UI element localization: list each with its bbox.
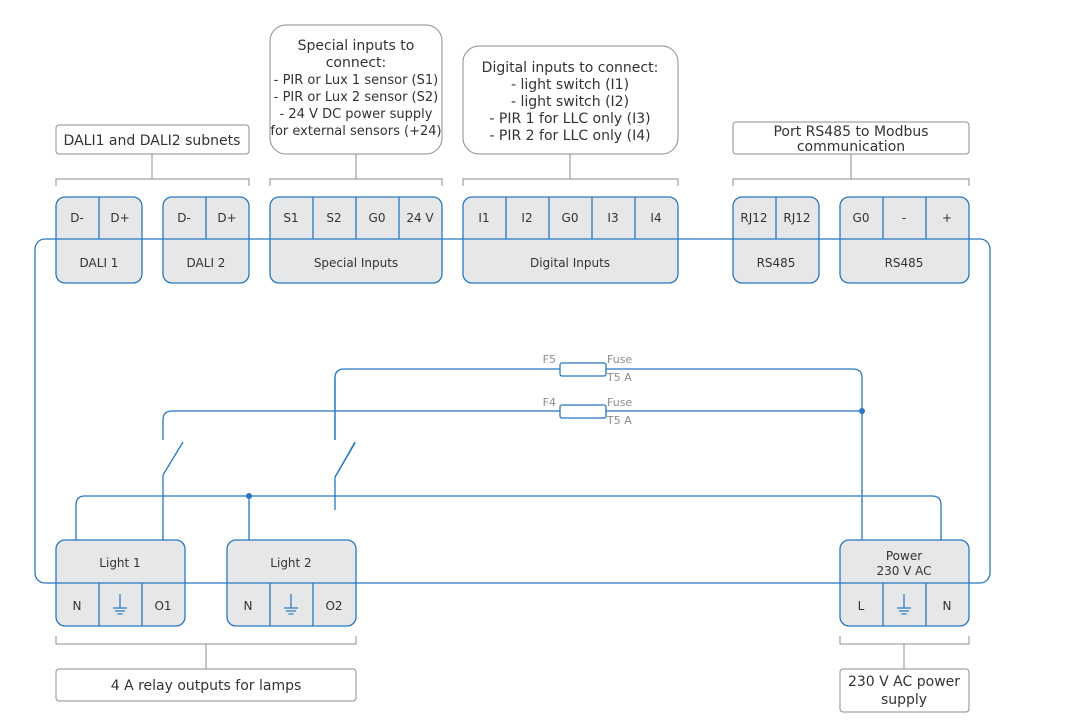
block-label: RS485: [885, 256, 924, 270]
pin-label: O2: [325, 599, 342, 613]
block-label: Light 2: [270, 556, 311, 570]
terminal-block-dali1: D- D+ DALI 1: [55, 196, 143, 284]
pin-label: RJ12: [740, 211, 767, 225]
callout-text: for external sensors (+24): [270, 124, 441, 139]
pin-label: G0: [369, 211, 386, 225]
callout-text: - light switch (I1): [511, 77, 629, 93]
terminal-block-special-inputs: S1 S2 G0 24 V Special Inputs: [269, 196, 443, 284]
pin-label: -: [902, 211, 906, 225]
pin-label: L: [858, 599, 865, 613]
bracket-digital: [462, 154, 679, 186]
callout-text: - PIR or Lux 1 sensor (S1): [274, 73, 438, 88]
bracket-special: [269, 154, 443, 186]
junction-dot: [859, 408, 865, 414]
bracket-relay: [55, 636, 357, 669]
bracket-rs485: [732, 154, 970, 186]
callout-text: Port RS485 to Modbus: [773, 124, 928, 140]
pin-label: D-: [177, 211, 191, 225]
block-label: Light 1: [99, 556, 140, 570]
callout-power-supply: 230 V AC power supply: [839, 668, 970, 713]
pin-label: +: [942, 211, 952, 225]
wire-f4-left: [162, 410, 560, 540]
callout-text: - PIR or Lux 2 sensor (S2): [274, 90, 438, 105]
callout-text: Digital inputs to connect:: [482, 60, 659, 76]
pin-label: G0: [562, 211, 579, 225]
callout-text: communication: [797, 139, 905, 155]
callout-text: 4 A relay outputs for lamps: [111, 678, 302, 694]
callout-text: DALI1 and DALI2 subnets: [64, 133, 241, 149]
callout-digital-inputs: Digital inputs to connect: - light switc…: [462, 45, 679, 155]
callout-dali-subnets: DALI1 and DALI2 subnets: [55, 124, 250, 155]
block-label: 230 V AC: [876, 564, 931, 578]
ground-icon: [897, 594, 911, 615]
pin-label: D-: [70, 211, 84, 225]
pin-label: N: [244, 599, 253, 613]
callout-text: connect:: [326, 55, 387, 71]
terminal-blocks-top: D- D+ DALI 1 D- D+ DALI 2 S1 S2 G0 24 V …: [55, 196, 970, 284]
terminal-block-rs485-rj12: RJ12 RJ12 RS485: [732, 196, 820, 284]
block-label: DALI 2: [187, 256, 226, 270]
fuse-type: Fuse: [607, 396, 632, 409]
pin-label: D+: [217, 211, 236, 225]
pin-label: G0: [853, 211, 870, 225]
pin-label: O1: [154, 599, 171, 613]
pin-label: RJ12: [783, 211, 810, 225]
fuse-type: Fuse: [607, 353, 632, 366]
block-label: Digital Inputs: [530, 256, 610, 270]
pin-label: S1: [283, 211, 298, 225]
pin-label: D+: [110, 211, 129, 225]
ground-icon: [113, 594, 127, 615]
brackets: [55, 154, 970, 669]
wiring: [75, 368, 942, 540]
pin-label: I2: [521, 211, 532, 225]
callout-special-inputs: Special inputs to connect: - PIR or Lux …: [269, 24, 443, 155]
callout-text: 230 V AC power: [848, 674, 960, 690]
terminal-block-light1: Light 1 N O1: [55, 539, 186, 627]
pin-label: I4: [650, 211, 661, 225]
pin-label: I1: [478, 211, 489, 225]
callout-text: - 24 V DC power supply: [280, 107, 433, 122]
callout-text: - PIR 1 for LLC only (I3): [489, 111, 650, 127]
relay-switch-o2: [334, 378, 356, 478]
terminal-block-power: Power 230 V AC L N: [839, 539, 970, 627]
wire-f5-right: [606, 368, 863, 540]
fuse-id: F4: [543, 396, 556, 409]
pin-label: N: [73, 599, 82, 613]
fuse-f5: F5 Fuse T5 A: [543, 353, 633, 384]
pin-label: 24 V: [406, 211, 434, 225]
fuse-f4: F4 Fuse T5 A: [543, 396, 633, 427]
pin-label: N: [943, 599, 952, 613]
fuse-id: F5: [543, 353, 556, 366]
terminal-block-dali2: D- D+ DALI 2: [162, 196, 250, 284]
callout-text: - light switch (I2): [511, 94, 629, 110]
callouts: DALI1 and DALI2 subnets Special inputs t…: [55, 24, 970, 713]
terminal-block-rs485: G0 - + RS485: [839, 196, 970, 284]
terminal-block-light2: Light 2 N O2: [226, 539, 357, 627]
block-label: Power: [886, 549, 922, 563]
terminal-block-digital-inputs: I1 I2 G0 I3 I4 Digital Inputs: [462, 196, 679, 284]
wire-neutral-bus: [75, 495, 942, 540]
ground-icon: [284, 594, 298, 615]
junction-dot: [246, 493, 252, 499]
block-label: Special Inputs: [314, 256, 398, 270]
block-label: DALI 1: [80, 256, 119, 270]
bracket-power: [839, 636, 970, 669]
callout-rs485-port: Port RS485 to Modbus communication: [732, 121, 970, 155]
fuse-rating: T5 A: [606, 371, 632, 384]
pin-label: S2: [326, 211, 341, 225]
block-label: RS485: [757, 256, 796, 270]
terminal-blocks-bottom: Light 1 N O1 Light 2 N O2: [55, 539, 970, 627]
callout-text: supply: [881, 692, 927, 708]
pin-label: I3: [607, 211, 618, 225]
callout-relay-outputs: 4 A relay outputs for lamps: [55, 668, 357, 702]
callout-text: - PIR 2 for LLC only (I4): [489, 128, 650, 144]
wire-f5-left: [334, 368, 560, 510]
bracket-dali: [55, 154, 250, 186]
fuse-rating: T5 A: [606, 414, 632, 427]
callout-text: Special inputs to: [298, 38, 415, 54]
